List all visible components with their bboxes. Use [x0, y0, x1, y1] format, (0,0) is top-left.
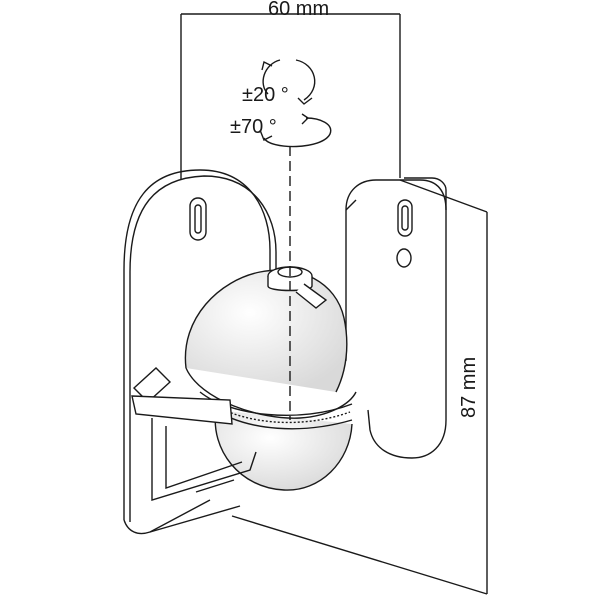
- ball-joint: [184, 269, 357, 491]
- cradle-arm: [131, 367, 257, 501]
- width-dimension-label: 60 mm: [268, 0, 330, 20]
- tilt-angle-label: ±20 °: [242, 84, 289, 106]
- back-plate: [123, 169, 277, 535]
- mounting-slot-left: [189, 197, 207, 241]
- swivel-rotation-arrow: [259, 113, 332, 148]
- swivel-angle-label: ±70 °: [230, 116, 277, 138]
- mounting-slot-right: [397, 199, 413, 237]
- wall-plane-lines: [180, 13, 488, 595]
- height-dimension-label: 87 mm: [458, 356, 480, 418]
- tilt-rotation-arrow: [261, 59, 316, 105]
- screw-hole: [396, 248, 412, 268]
